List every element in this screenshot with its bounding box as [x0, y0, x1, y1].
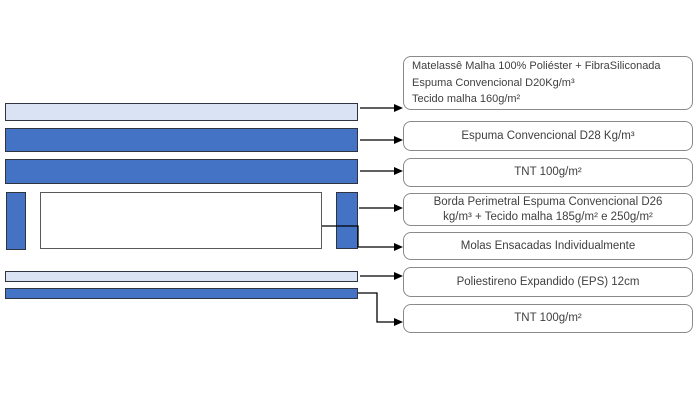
label-text: kg/m³ + Tecido malha 185g/m² e 250g/m² — [443, 210, 653, 223]
label-text: Molas Ensacadas Individualmente — [460, 239, 636, 252]
arrow-molas — [322, 225, 403, 251]
label-box-borda-perimetral: Borda Perimetral Espuma Convencional D26… — [403, 193, 693, 226]
label-box-tnt-bottom: TNT 100g/m² — [403, 304, 693, 333]
label-text: Espuma Convencional D28 Kg/m³ — [461, 129, 635, 142]
spring-core-block — [40, 192, 322, 249]
borda-left-block — [6, 192, 26, 250]
label-text: Espuma Convencional D20Kg/m³ — [412, 76, 575, 89]
label-text: Borda Perimetral Espuma Convencional D26 — [433, 195, 663, 208]
label-box-espuma-d28: Espuma Convencional D28 Kg/m³ — [403, 121, 693, 151]
arrow-tnt-bottom — [358, 292, 403, 326]
label-text: TNT 100g/m² — [514, 312, 582, 324]
borda-right-block — [336, 192, 358, 249]
label-text: Matelassê Malha 100% Poliéster + FibraSi… — [412, 60, 661, 73]
label-box-molas: Molas Ensacadas Individualmente — [403, 232, 693, 260]
layer-bar-matelasse — [5, 103, 358, 121]
label-box-matelasse: Matelassê Malha 100% Poliéster + FibraSi… — [403, 56, 693, 110]
label-text: TNT 100g/m² — [514, 166, 582, 178]
label-text: Tecido malha 160g/m² — [412, 93, 521, 106]
layer-bar-espuma-d28 — [5, 128, 358, 152]
label-box-eps: Poliestireno Expandido (EPS) 12cm — [403, 267, 693, 297]
layer-bar-tnt-top — [5, 159, 358, 184]
label-box-tnt-top: TNT 100g/m² — [403, 158, 693, 187]
layer-bar-eps — [5, 271, 358, 282]
label-text: Poliestireno Expandido (EPS) 12cm — [456, 275, 640, 288]
layer-bar-tnt-bottom — [5, 288, 358, 299]
